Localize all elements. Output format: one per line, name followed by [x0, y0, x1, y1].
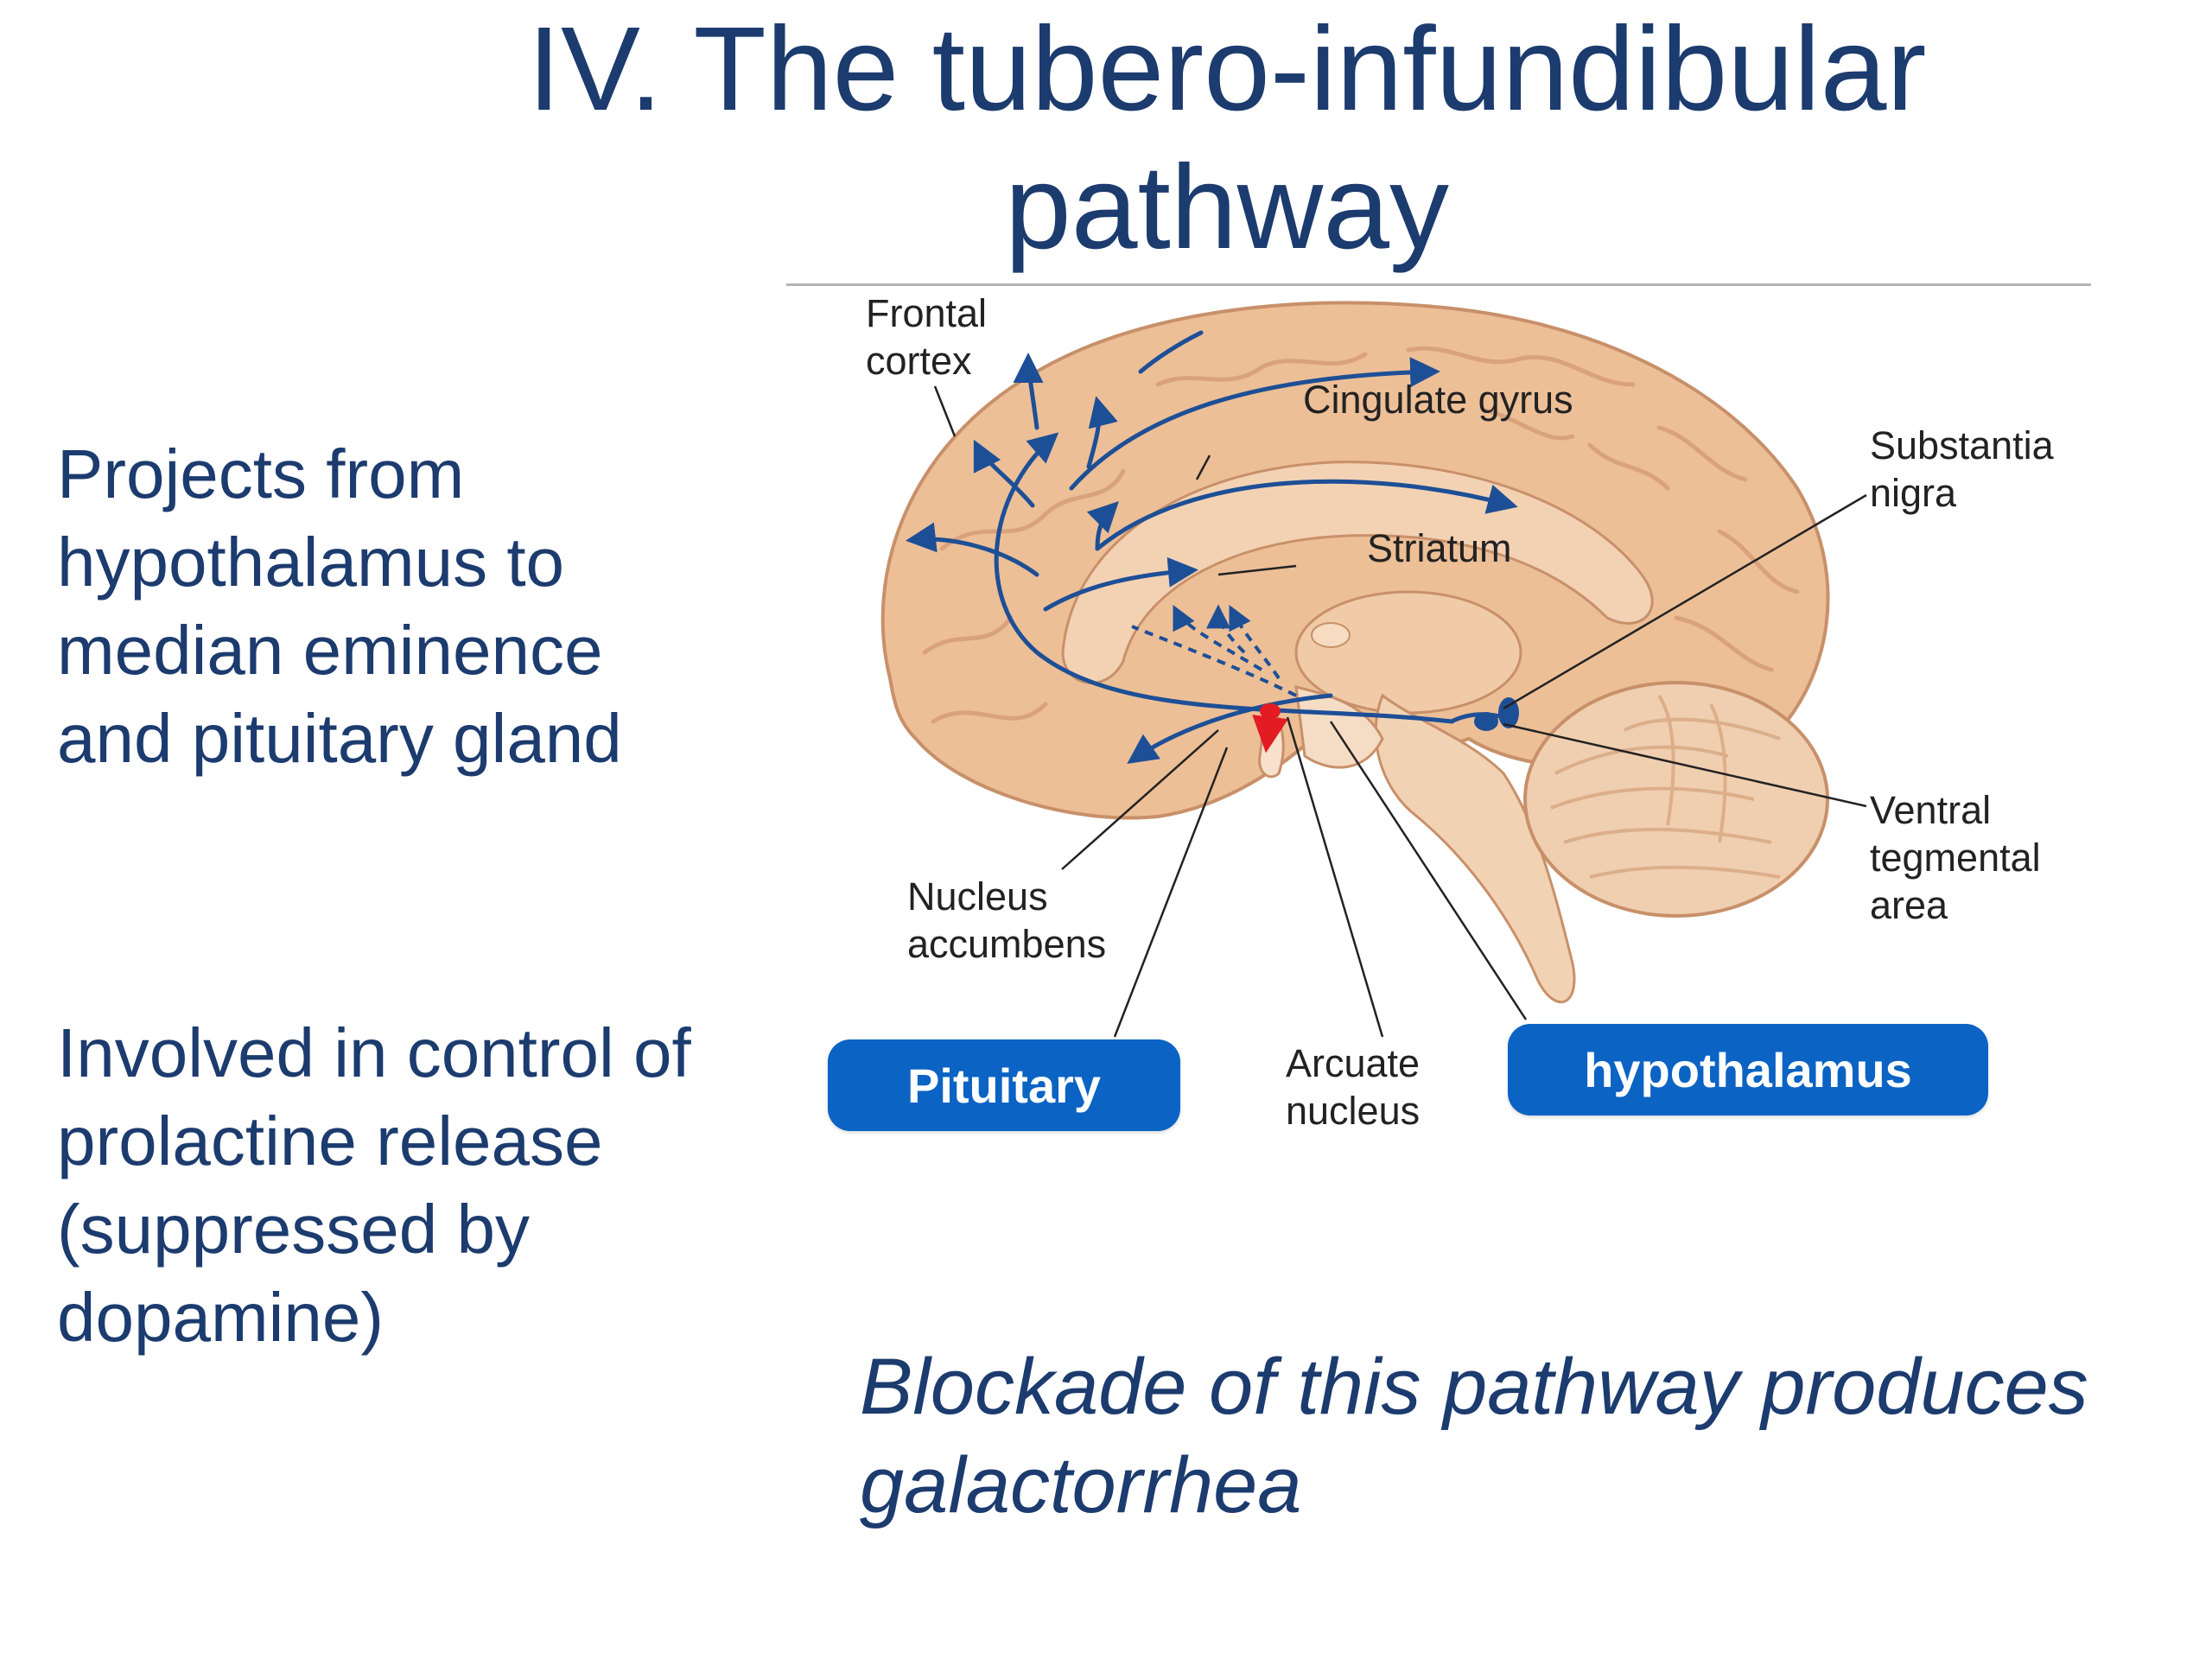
label-arcuate-nucleus: Arcuate nucleus [1286, 1041, 1421, 1133]
galactorrhea-caption: Blockade of this pathway produces galact… [860, 1343, 2088, 1529]
callout-pituitary: Pituitary [828, 1039, 1180, 1131]
brain-dopamine-pathways-figure: Frontal cortex Cingulate gyrus Striatum … [812, 289, 2091, 1171]
slide-title: IV. The tubero-infundibular pathway [527, 3, 1927, 274]
mesocortical-pathway [906, 330, 1518, 765]
gyri-texture [922, 346, 1800, 724]
brain-sagittal-illustration [880, 301, 1867, 1038]
vta-dot [1474, 712, 1498, 731]
label-substantia-nigra: Substantia nigra [1870, 423, 2054, 515]
tubero-infundibular-arrow [1252, 715, 1288, 753]
cerebellum [1523, 681, 1829, 918]
callout-hypothalamus: hypothalamus [1508, 1024, 1988, 1116]
bullet-projection: Projects from hypothalamus to median emi… [57, 435, 622, 777]
label-striatum: Striatum [1367, 526, 1512, 570]
label-frontal-cortex: Frontal cortex [866, 291, 988, 383]
label-nucleus-accumbens: Nucleus accumbens [907, 874, 1107, 966]
label-ventral-tegmental-area: Ventral tegmental area [1870, 788, 2041, 927]
corpus-callosum [1061, 461, 1654, 684]
brainstem [1374, 693, 1576, 1004]
bullet-prolactin-control: Involved in control of prolactine releas… [57, 1014, 691, 1356]
title-divider [786, 283, 2091, 286]
label-leader-lines [933, 385, 1867, 1038]
arcuate-nucleus-marker [1260, 703, 1281, 719]
label-cingulate-gyrus: Cingulate gyrus [1303, 378, 1573, 422]
mesolimbic-pathway [1131, 604, 1297, 697]
cerebellum-folia [1550, 694, 1781, 879]
substantia-nigra-dot [1498, 697, 1519, 728]
